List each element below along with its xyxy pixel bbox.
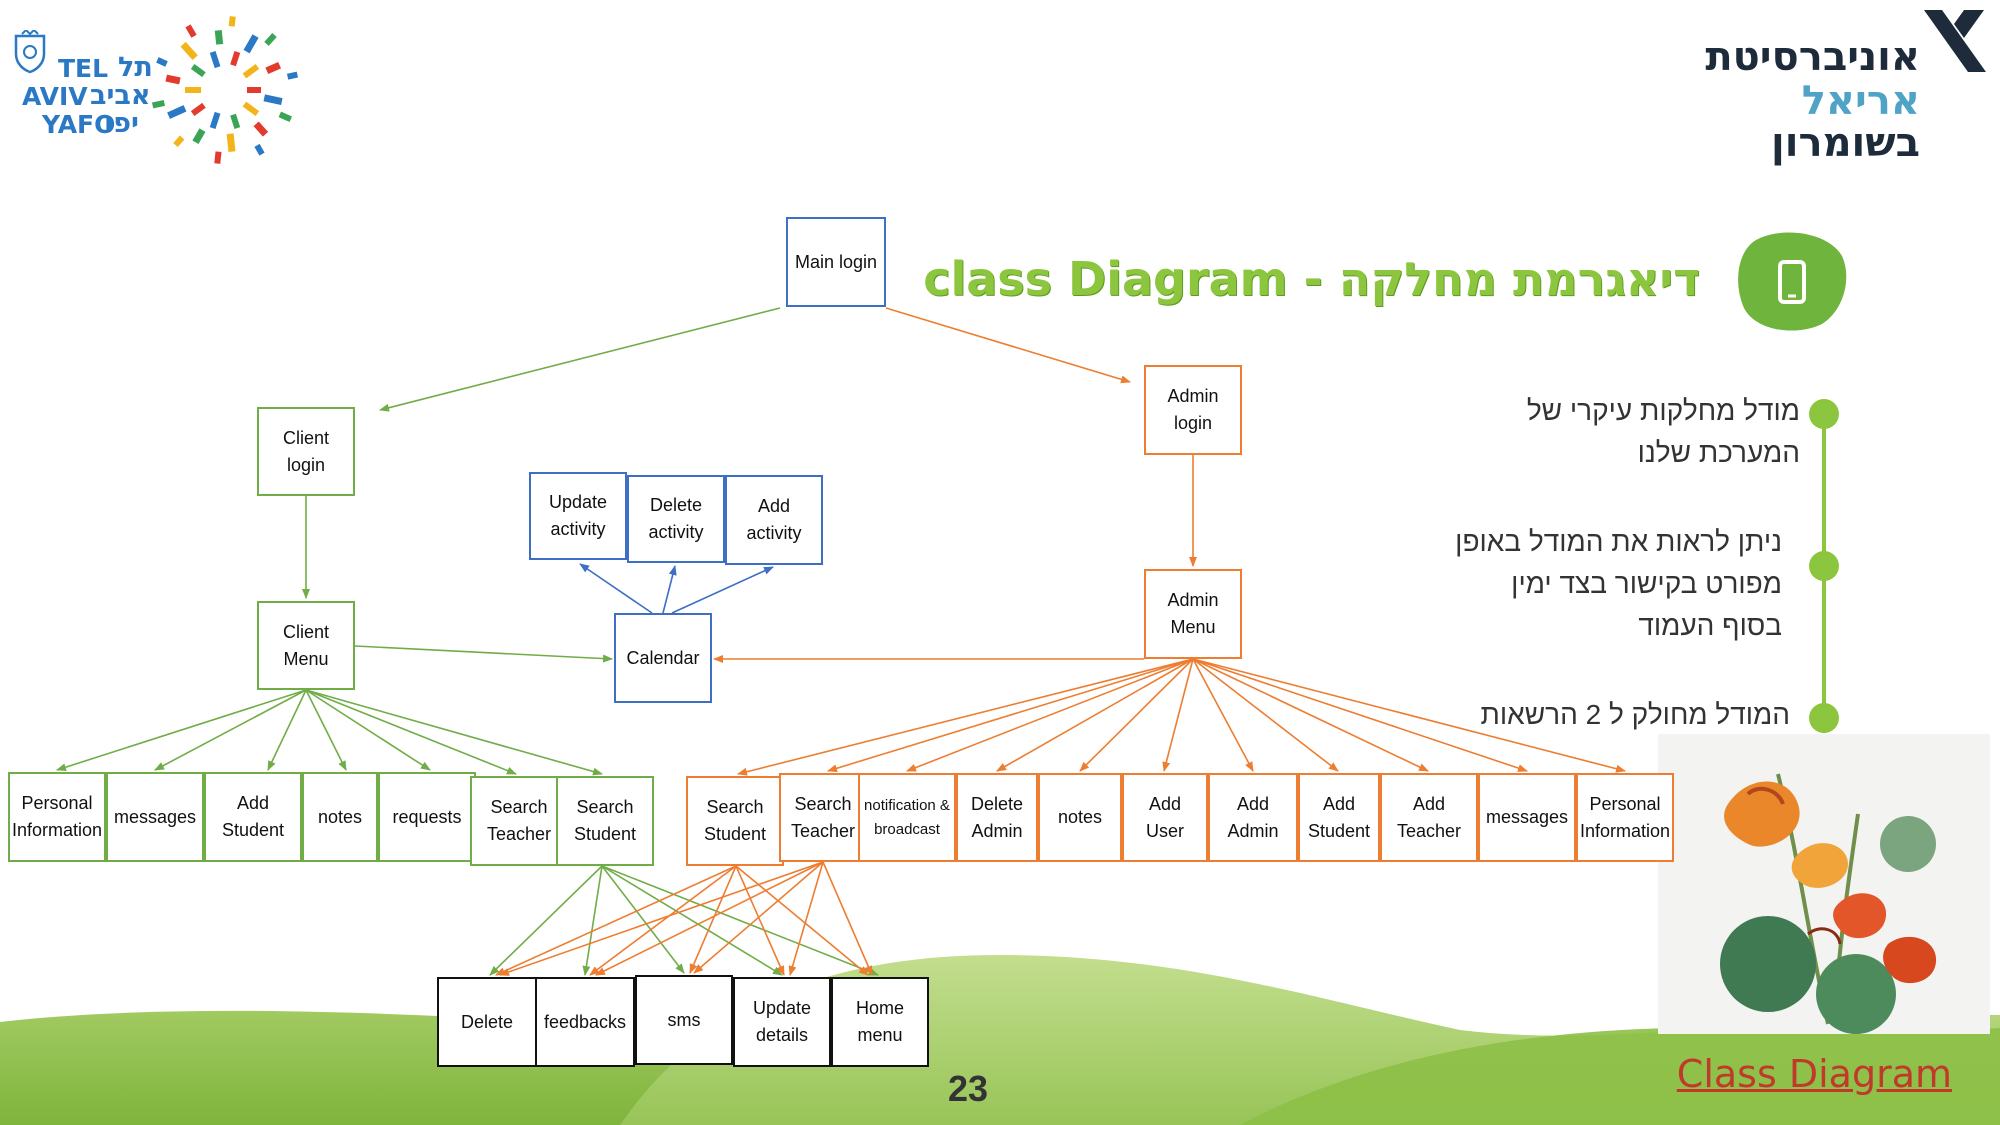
admin-child-add-teacher: Add Teacher <box>1380 773 1478 862</box>
ariel-university-logo: אוניברסיטת אריאל בשומרון <box>1700 6 1992 166</box>
aviv-word: AVIV <box>22 82 88 111</box>
shared-child-update-details: Update details <box>733 977 831 1067</box>
bullet-3-line-1: המודל מחולק ל 2 הרשאות <box>1480 699 1791 730</box>
bullet-1-line-1: מודל מחלקות עיקרי של <box>1526 395 1800 426</box>
admin-child-personal-information: Personal Information <box>1576 773 1674 862</box>
aviv-hebrew-word: אביב <box>90 80 151 111</box>
nasturtium-flower-picture <box>1658 734 1990 1034</box>
bullet-dot-3 <box>1809 703 1839 733</box>
admin-child-add-user: Add User <box>1122 773 1208 862</box>
admin-child-delete-admin: Delete Admin <box>956 773 1038 862</box>
bullet-1-line-2: המערכת שלנו <box>1637 437 1800 468</box>
bullet-1: מודל מחלקות עיקרי של המערכת שלנו <box>1527 390 1800 474</box>
ariel-line-shomron: בשומרון <box>1771 120 1920 166</box>
city-emblem-icon <box>14 30 46 74</box>
bullet-2-line-1: ניתן לראות את המודל באופן <box>1455 526 1782 557</box>
node-main-login: Main login <box>786 217 886 307</box>
bullet-2: ניתן לראות את המודל באופן מפורט בקישור ב… <box>1455 521 1782 647</box>
shared-child-delete: Delete <box>437 977 537 1067</box>
ariel-mark-icon <box>1924 10 1986 72</box>
ariel-line-university: אוניברסיטת <box>1705 34 1920 80</box>
node-client-menu: Client Menu <box>257 601 355 690</box>
bullet-dot-2 <box>1809 551 1839 581</box>
slide-title: דיאגרמת מחלקה - class Diagram <box>923 252 1700 306</box>
node-delete-activity: Delete activity <box>627 475 725 563</box>
client-child-add-student: Add Student <box>204 772 302 862</box>
admin-child-search-student: Search Student <box>686 776 784 866</box>
tel-word: TEL <box>58 54 109 83</box>
node-admin-login: Admin login <box>1144 365 1242 455</box>
class-diagram-link[interactable]: Class Diagram <box>1676 1052 1952 1096</box>
ariel-line-ariel: אריאל <box>1801 78 1920 124</box>
client-child-personal-information: Personal Information <box>8 772 106 862</box>
node-calendar: Calendar <box>614 613 712 703</box>
bullet-2-line-3: בסוף העמוד <box>1638 610 1782 641</box>
admin-child-add-admin: Add Admin <box>1208 773 1298 862</box>
yafo-hebrew-word: יפו <box>104 108 139 139</box>
bullet-3: המודל מחולק ל 2 הרשאות <box>1481 694 1791 736</box>
node-client-login: Client login <box>257 407 355 496</box>
shared-child-sms: sms <box>635 975 733 1065</box>
page-number: 23 <box>948 1068 989 1109</box>
yafo-word: YAFO <box>42 110 116 139</box>
admin-child-notification-broadcast: notification & broadcast <box>858 773 956 862</box>
client-child-messages: messages <box>106 772 204 862</box>
bullet-2-line-2: מפורט בקישור בצד ימין <box>1511 568 1782 599</box>
admin-child-messages: messages <box>1478 773 1576 862</box>
node-add-activity: Add activity <box>725 475 823 565</box>
client-child-requests: requests <box>378 772 476 862</box>
shared-child-home-menu: Home menu <box>831 977 929 1067</box>
bullet-dot-1 <box>1809 399 1839 429</box>
tel-aviv-logo: TEL AVIV YAFO תל אביב יפו <box>8 8 308 173</box>
client-child-search-teacher: Search Teacher <box>470 776 568 866</box>
client-child-notes: notes <box>302 772 378 862</box>
admin-child-search-teacher: Search Teacher <box>779 773 867 862</box>
admin-child-notes: notes <box>1038 773 1122 862</box>
tel-hebrew-word: תל <box>118 52 153 83</box>
client-child-search-student: Search Student <box>556 776 654 866</box>
phone-icon <box>1738 232 1847 331</box>
node-update-activity: Update activity <box>529 472 627 560</box>
confetti-sunburst-icon <box>151 16 299 164</box>
node-admin-menu: Admin Menu <box>1144 569 1242 659</box>
admin-child-add-student: Add Student <box>1298 773 1380 862</box>
shared-child-feedbacks: feedbacks <box>535 977 635 1067</box>
